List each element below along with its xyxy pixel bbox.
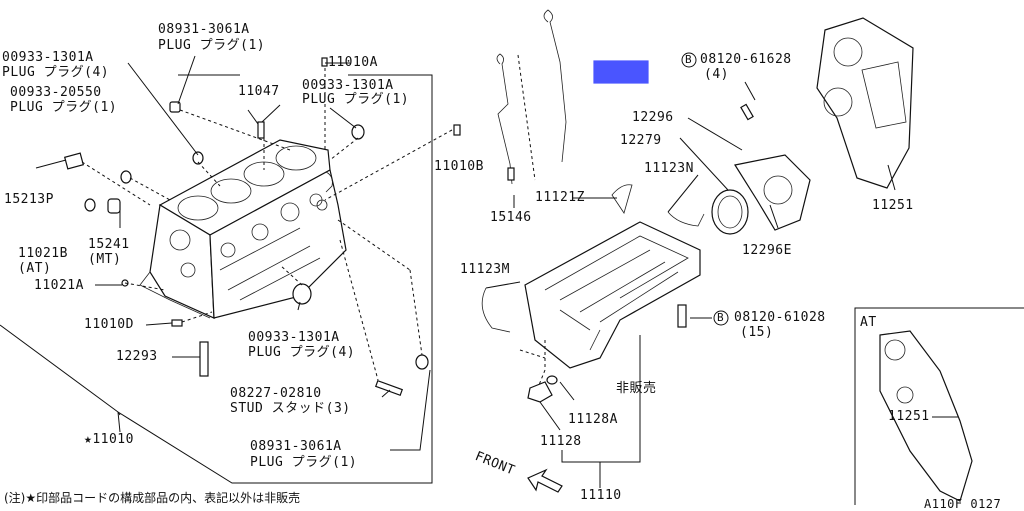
part-number-15146: 15146 xyxy=(490,210,532,225)
part-number-11128a: 11128A xyxy=(568,412,618,427)
part-11010-leader xyxy=(117,411,121,433)
plug-label-low: PLUG プラグ(4) xyxy=(248,345,356,360)
part-number-11010d: 11010D xyxy=(84,317,134,332)
dipstick xyxy=(496,9,649,208)
part-number-12296e: 12296E xyxy=(742,243,792,258)
part-number-08931-3061a-bot: 08931-3061A xyxy=(250,439,342,454)
part-number-00933-20550: 00933-20550 xyxy=(10,85,102,100)
part-number-00933-1301a-mid: 00933-1301A xyxy=(302,78,394,93)
bolt-b-marker-top: B xyxy=(685,53,693,66)
not-for-sale-label: 非販売 xyxy=(616,381,657,396)
bolt-b-marker-bottom: B xyxy=(717,311,725,324)
part-number-12279: 12279 xyxy=(620,133,662,148)
small-parts xyxy=(63,57,461,397)
relation-lines xyxy=(81,68,453,381)
plug-label-mid: PLUG プラグ(1) xyxy=(302,92,410,107)
part-number-11021a: 11021A xyxy=(34,278,84,293)
part-number-12293: 12293 xyxy=(116,349,158,364)
at-inset-box xyxy=(854,307,1024,505)
front-arrow xyxy=(527,468,563,493)
qty-4-label: (4) xyxy=(704,67,729,82)
part-number-00933-1301a-left: 00933-1301A xyxy=(2,50,94,65)
mt-variant-label: (MT) xyxy=(88,252,122,267)
seals xyxy=(481,81,811,333)
cylinder-block xyxy=(139,139,347,319)
part-number-11010b: 11010B xyxy=(434,159,484,174)
part-number-11128: 11128 xyxy=(540,434,582,449)
part-number-11123m: 11123M xyxy=(460,262,510,277)
part-number-15213p: 15213P xyxy=(4,192,54,207)
part-number-08227-02810: 08227-02810 xyxy=(230,386,322,401)
part-number-11047: 11047 xyxy=(238,84,280,99)
part-number-11121z: 11121Z xyxy=(535,190,585,205)
part-number-15241: 15241 xyxy=(88,237,130,252)
part-number-11123n: 11123N xyxy=(644,161,694,176)
at-inset-title: AT xyxy=(860,315,877,330)
part-number-11021b: 11021B xyxy=(18,246,68,261)
plug-label-bot: PLUG プラグ(1) xyxy=(250,455,358,470)
at-variant-label: (AT) xyxy=(18,261,52,276)
part-number-11251-at: 11251 xyxy=(888,409,930,424)
stud-label: STUD スタッド(3) xyxy=(230,401,351,416)
part-number-11010: ★11010 xyxy=(84,432,134,447)
part-number-00933-1301a-low: 00933-1301A xyxy=(248,330,340,345)
plug-label-left-4: PLUG プラグ(4) xyxy=(2,65,110,80)
part-number-11010a: 11010A xyxy=(328,55,378,70)
part-number-12296: 12296 xyxy=(632,110,674,125)
part-number-11110: 11110 xyxy=(580,488,622,503)
bolt-b-bottom xyxy=(713,310,729,326)
oil-pan xyxy=(519,184,701,391)
bolt-b-top xyxy=(681,52,697,68)
part-number-11251: 11251 xyxy=(872,198,914,213)
rear-plate xyxy=(816,17,914,191)
diagram-code: A110F 0127 xyxy=(924,497,1002,511)
drain-parts xyxy=(527,304,712,488)
part-number-08120-61028: 08120-61028 xyxy=(734,310,826,325)
part-number-08120-61628: 08120-61628 xyxy=(700,52,792,67)
qty-15-label: (15) xyxy=(740,325,774,340)
part-number-08931-3061a-top: 08931-3061A xyxy=(158,22,250,37)
leader-lines xyxy=(35,55,431,451)
plug-label-top: PLUG プラグ(1) xyxy=(158,38,266,53)
footnote: (注)★印部品コードの構成部品の内、表記以外は非販売 xyxy=(4,491,301,505)
plug-label-left-1: PLUG プラグ(1) xyxy=(10,100,118,115)
